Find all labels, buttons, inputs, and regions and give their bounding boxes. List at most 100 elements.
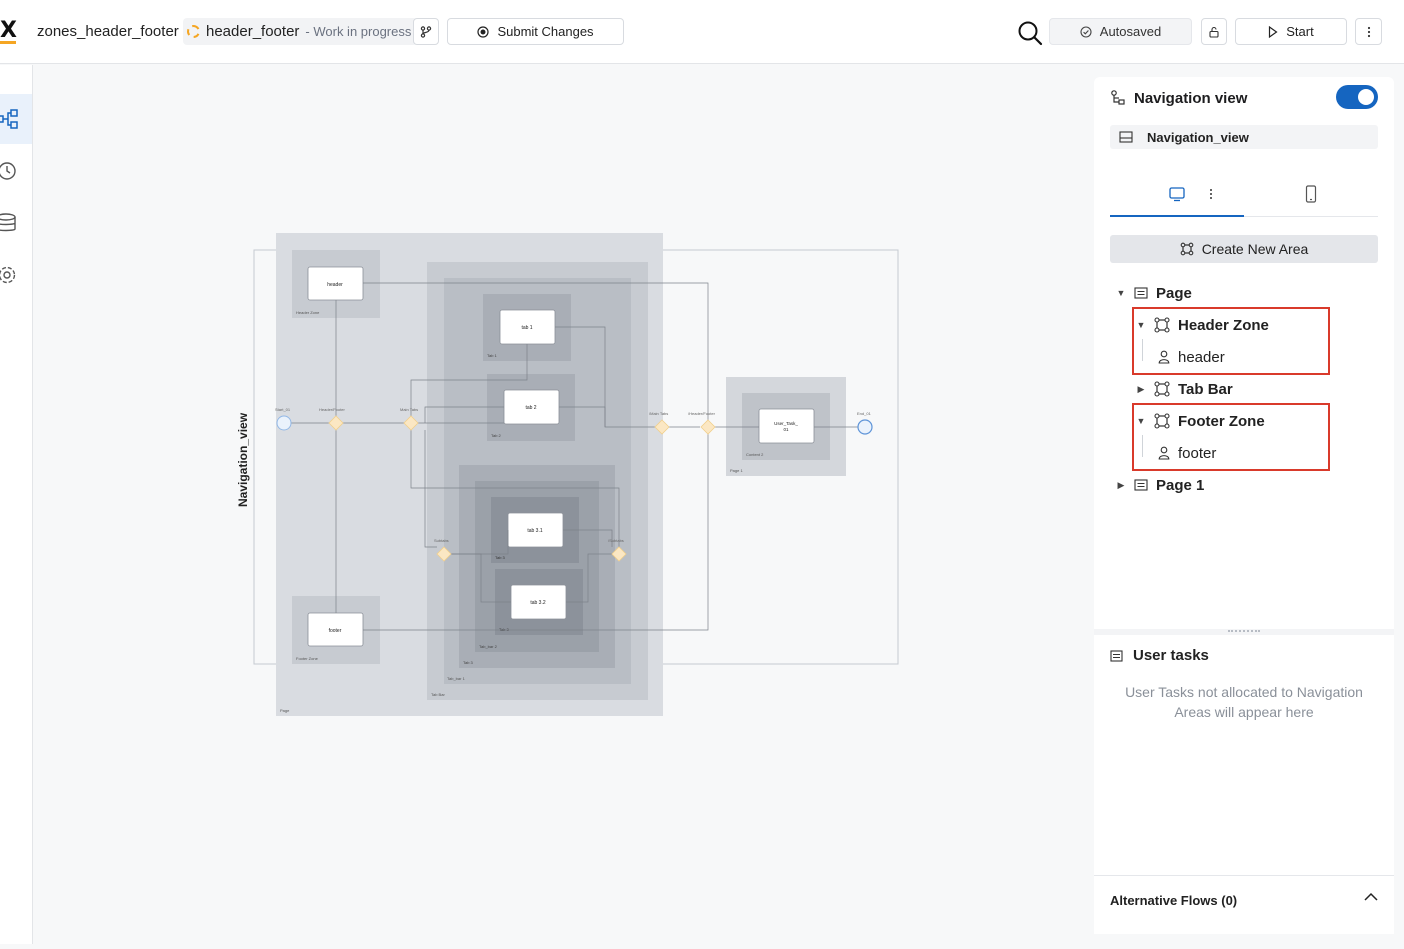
- panel-resize-divider[interactable]: [1094, 629, 1394, 635]
- diagram-canvas[interactable]: Navigation_view Page Header Zone header …: [33, 65, 1093, 944]
- tree-item-footer-zone[interactable]: ▼ Footer Zone: [1136, 409, 1265, 433]
- tabs-baseline: [1110, 216, 1378, 217]
- database-icon: [0, 213, 16, 232]
- end-event-label: End_01: [857, 411, 872, 416]
- search-icon[interactable]: [1017, 20, 1043, 46]
- resize-grip-icon[interactable]: [1228, 630, 1260, 634]
- tab-more[interactable]: [1196, 172, 1226, 216]
- chevron-right-icon[interactable]: ▶: [1117, 479, 1125, 490]
- more-vertical-icon: [1367, 26, 1370, 37]
- play-icon: [1269, 25, 1278, 38]
- start-button[interactable]: Start: [1235, 18, 1347, 45]
- zone-icon: [1154, 381, 1170, 397]
- more-options-button[interactable]: [1355, 18, 1382, 45]
- subtabs-end-gateway[interactable]: [611, 546, 627, 562]
- tab-2-task-label: tab 2: [525, 405, 536, 411]
- chevron-right-icon[interactable]: ▶: [1137, 383, 1145, 394]
- header-task-label: header: [327, 282, 343, 288]
- user-tasks-title: User tasks: [1133, 647, 1209, 664]
- header-footer-end-gateway[interactable]: [700, 419, 716, 435]
- header-footer-gateway-label: Header/Footer: [319, 407, 345, 412]
- footer-zone-label: Footer Zone: [296, 656, 319, 661]
- tab-bar-2-label: Tab_bar 2: [479, 644, 498, 649]
- main-tabs-gateway[interactable]: [403, 415, 419, 431]
- zone-icon: [1154, 317, 1170, 333]
- tree-item-header[interactable]: header: [1158, 345, 1225, 369]
- unlock-icon: [1209, 26, 1219, 38]
- header-footer-end-label: /Header/Footer: [688, 411, 716, 416]
- create-new-area-button[interactable]: Create New Area: [1110, 235, 1378, 263]
- tab-bar-1-label: Tab_bar 1: [447, 676, 466, 681]
- start-event-label: Start_01: [275, 407, 291, 412]
- tab-3-label: Tab 3: [463, 660, 474, 665]
- start-event[interactable]: [276, 415, 292, 431]
- settings-icon: [0, 266, 16, 284]
- tab-2-lane-label: Tab 2: [491, 433, 502, 438]
- tab-mobile[interactable]: [1244, 172, 1378, 216]
- navigation-view-selector[interactable]: Navigation_view: [1110, 125, 1378, 149]
- chevron-up-icon[interactable]: [1364, 892, 1378, 902]
- autosave-status: Autosaved: [1049, 18, 1192, 45]
- navigation-panel: Navigation view Navigation_view Create N…: [1094, 77, 1394, 934]
- tab-3-2-lane-label: Tab 3: [499, 627, 510, 632]
- tab-web[interactable]: [1110, 172, 1244, 216]
- app-logo[interactable]: X: [0, 18, 17, 43]
- user-task-label: User_Task_: [774, 421, 798, 426]
- subtabs-gateway-label: Subtabs: [434, 538, 449, 543]
- content-2-label: Content 2: [746, 452, 764, 457]
- user-tasks-empty-message: User Tasks not allocated to Navigation A…: [1125, 684, 1363, 720]
- rail-diagram[interactable]: [0, 94, 32, 144]
- chevron-down-icon[interactable]: ▼: [1136, 416, 1146, 426]
- tab-3-1-task-label: tab 3.1: [527, 528, 543, 534]
- desktop-icon: [1169, 187, 1185, 202]
- main-tabs-end-label: /Main Tabs: [649, 411, 668, 416]
- chevron-down-icon[interactable]: ▼: [1136, 320, 1146, 330]
- tree-item-footer-label: footer: [1178, 444, 1217, 462]
- tree-item-header-zone[interactable]: ▼ Header Zone: [1136, 313, 1269, 337]
- branch-button[interactable]: [413, 18, 439, 45]
- main-tabs-end-gateway[interactable]: [654, 419, 670, 435]
- tree-connector: [1142, 339, 1143, 361]
- left-rail: [0, 65, 33, 944]
- submit-changes-label: Submit Changes: [497, 24, 594, 39]
- tree-item-footer[interactable]: footer: [1158, 441, 1216, 465]
- project-name[interactable]: zones_header_footer: [37, 23, 179, 40]
- page-area-label: Page: [280, 708, 290, 713]
- user-task[interactable]: [758, 408, 815, 444]
- branch-selector[interactable]: header_footer - Work in progress: [183, 18, 418, 45]
- chevron-down-icon[interactable]: ▼: [1116, 288, 1126, 298]
- footer-task[interactable]: [307, 612, 364, 647]
- tree-item-tab-bar-label: Tab Bar: [1178, 380, 1233, 398]
- rail-settings[interactable]: [0, 250, 32, 300]
- branch-name: header_footer: [206, 23, 300, 40]
- tab-1-lane-label: Tab 1: [487, 353, 498, 358]
- tree-item-tab-bar[interactable]: ▶ Tab Bar: [1136, 377, 1233, 401]
- tree-item-header-zone-label: Header Zone: [1178, 316, 1269, 334]
- top-bar: X zones_header_footer header_footer - Wo…: [0, 0, 1404, 64]
- process-diagram[interactable]: Navigation_view Page Header Zone header …: [33, 65, 1093, 944]
- footer-task-label: footer: [329, 628, 342, 634]
- mobile-icon: [1305, 185, 1317, 203]
- page-icon: [1134, 479, 1148, 491]
- rail-history[interactable]: [0, 146, 32, 196]
- end-event[interactable]: [857, 419, 873, 435]
- header-task[interactable]: [307, 266, 364, 301]
- submit-changes-button[interactable]: Submit Changes: [447, 18, 624, 45]
- tab-3-1-lane-label: Tab 3: [495, 555, 506, 560]
- rail-data[interactable]: [0, 198, 32, 248]
- header-footer-gateway[interactable]: [328, 415, 344, 431]
- platform-tabs: [1110, 172, 1378, 218]
- tree-item-header-label: header: [1178, 348, 1225, 366]
- git-branch-icon: [420, 25, 432, 38]
- navigation-view-toggle[interactable]: [1336, 85, 1378, 109]
- user-tasks-header: User tasks: [1110, 647, 1209, 664]
- tree-item-page[interactable]: ▼ Page: [1116, 281, 1192, 305]
- tree-item-page-label: Page: [1156, 284, 1192, 302]
- lock-button[interactable]: [1201, 18, 1227, 45]
- alternative-flows-section[interactable]: Alternative Flows (0): [1094, 875, 1394, 925]
- autosave-label: Autosaved: [1099, 24, 1162, 39]
- tree-item-page-1[interactable]: ▶ Page 1: [1116, 473, 1205, 497]
- subtabs-gateway[interactable]: [436, 546, 452, 562]
- user-icon: [1158, 350, 1170, 364]
- navigation-tree-icon: [1111, 90, 1125, 105]
